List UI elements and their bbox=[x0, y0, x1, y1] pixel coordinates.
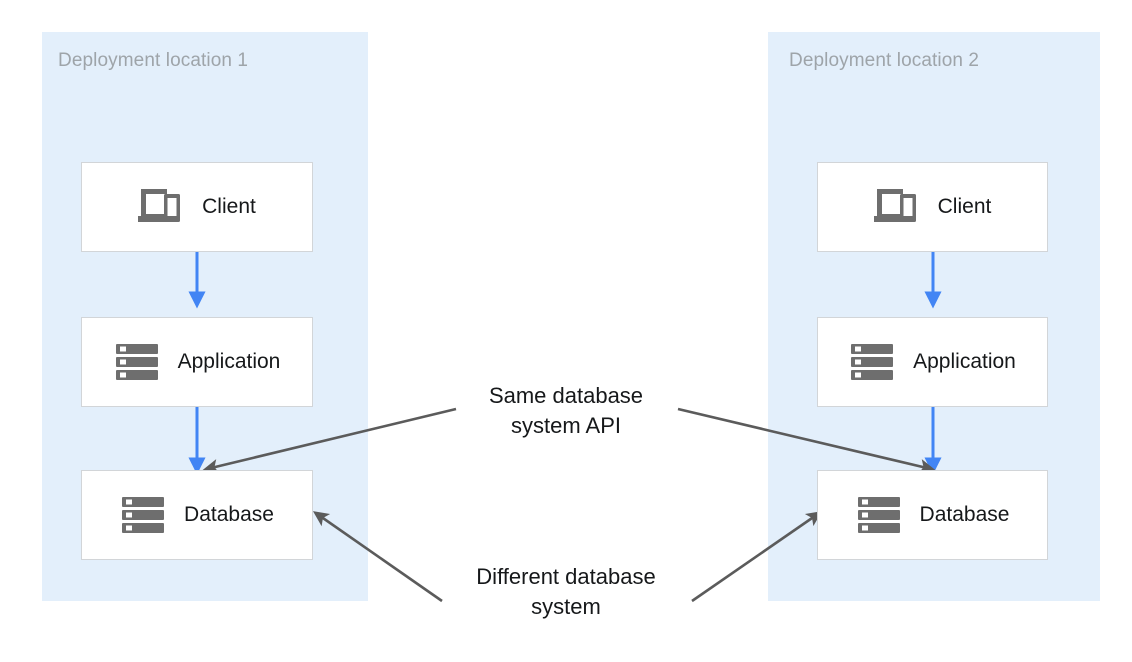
node-application-2[interactable]: Application bbox=[817, 317, 1048, 407]
node-database-2[interactable]: Database bbox=[817, 470, 1048, 560]
node-client-1[interactable]: Client bbox=[81, 162, 313, 252]
node-label: Client bbox=[202, 195, 256, 218]
server-icon bbox=[115, 344, 158, 380]
node-label: Application bbox=[913, 350, 1016, 373]
annotation-line-1: Different database bbox=[476, 564, 656, 589]
node-database-1[interactable]: Database bbox=[81, 470, 313, 560]
node-client-2[interactable]: Client bbox=[817, 162, 1048, 252]
annotation-line-2: system API bbox=[510, 413, 622, 438]
node-application-1[interactable]: Application bbox=[81, 317, 313, 407]
annotation-different-database-system: Different database system bbox=[444, 562, 688, 622]
devices-icon bbox=[138, 189, 181, 222]
annotation-same-database-system-api: Same database system API bbox=[444, 381, 688, 441]
deployment-zone-2-title: Deployment location 2 bbox=[789, 50, 980, 71]
server-icon bbox=[851, 344, 894, 380]
devices-icon bbox=[873, 189, 916, 222]
node-label: Database bbox=[184, 503, 274, 526]
annotation-line-1: Same database bbox=[488, 383, 644, 408]
server-icon bbox=[857, 497, 900, 533]
deployment-zone-1-title: Deployment location 1 bbox=[58, 50, 249, 71]
node-label: Client bbox=[937, 195, 992, 218]
node-label: Database bbox=[919, 503, 1010, 526]
node-label: Application bbox=[177, 350, 281, 373]
server-icon bbox=[122, 497, 165, 533]
annotation-line-2: system bbox=[531, 594, 601, 619]
